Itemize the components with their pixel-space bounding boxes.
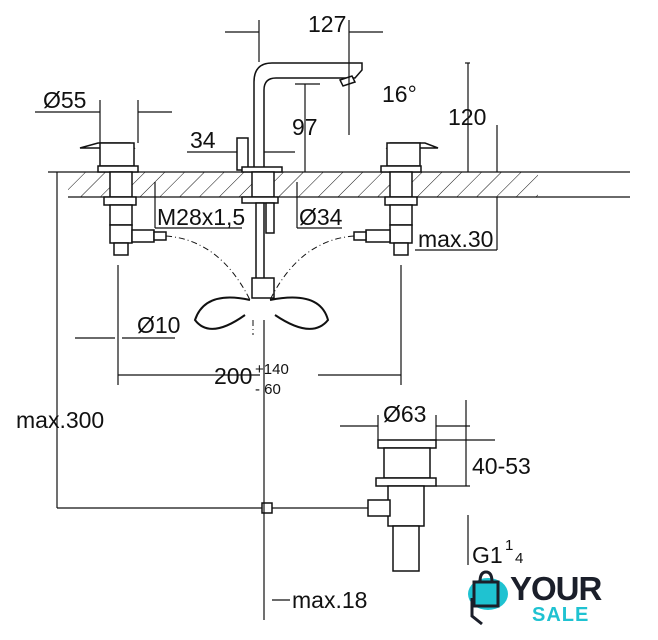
label-spout-base-width: 34 <box>190 127 216 153</box>
logo-text-sale: SALE <box>532 604 590 626</box>
label-spout-reach: 127 <box>308 11 346 37</box>
label-drain-thread: G1 <box>472 542 503 568</box>
label-drain-thread-num: 1 <box>505 537 513 554</box>
shopping-bag-hand-icon <box>468 570 508 626</box>
label-handle-diameter: Ø55 <box>43 87 86 113</box>
logo-text-your: YOUR <box>510 570 602 607</box>
dimension-lines <box>35 20 498 601</box>
label-rod-length: max.18 <box>292 587 367 613</box>
label-tolerance-plus: +140 <box>255 361 289 378</box>
label-max-height: max.300 <box>16 407 104 433</box>
countertop <box>48 171 630 198</box>
label-outlet-height: 97 <box>292 114 318 140</box>
label-drain-diameter: Ø63 <box>383 401 426 427</box>
drain-assembly <box>261 320 437 620</box>
label-thread: M28x1,5 <box>157 204 245 230</box>
label-spout-height: 120 <box>448 104 486 130</box>
label-tolerance-minus: - 60 <box>255 381 281 398</box>
right-handle <box>353 142 439 256</box>
label-spout-angle: 16° <box>382 81 417 107</box>
label-center-distance: 200 <box>214 363 252 389</box>
left-handle <box>79 142 167 256</box>
label-supply-diameter: Ø10 <box>137 312 180 338</box>
label-drain-range: 40-53 <box>472 453 531 479</box>
yoursale-logo: YOUR SALE <box>462 568 622 630</box>
label-drain-thread-den: 4 <box>515 550 523 567</box>
dimension-labels: 127 Ø55 16° 97 120 34 M28x1,5 Ø34 max.30… <box>16 11 531 613</box>
hoses <box>165 235 355 335</box>
label-hole-diameter: Ø34 <box>299 204 343 230</box>
label-deck-thickness: max.30 <box>418 226 493 252</box>
spout <box>236 62 363 299</box>
